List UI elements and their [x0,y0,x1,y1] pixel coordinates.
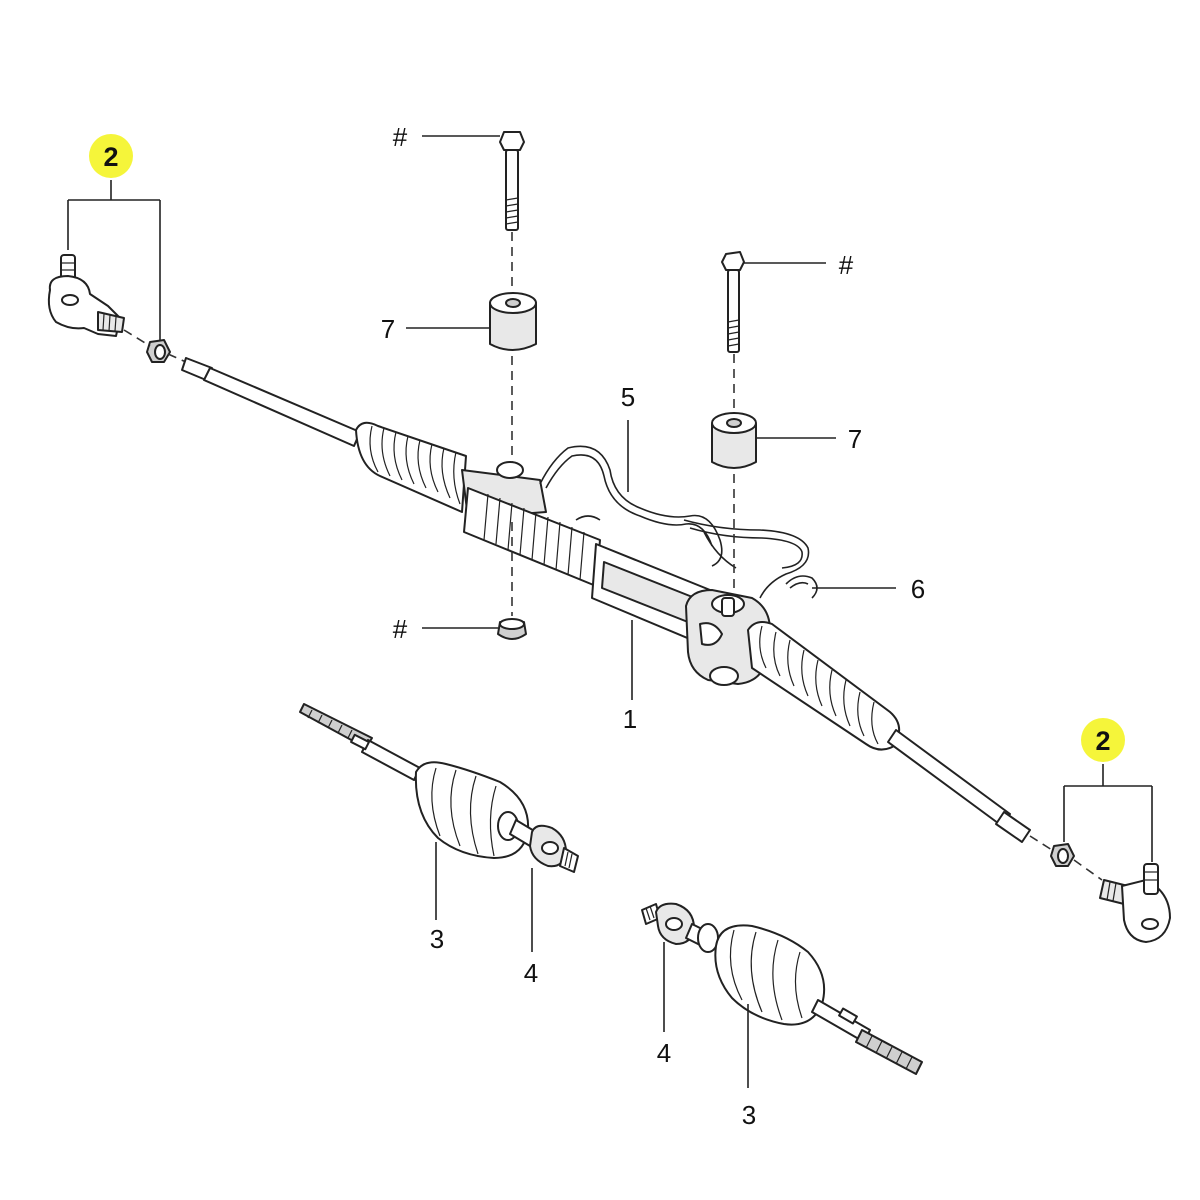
tie-rod-left [181,357,361,447]
o-ring-seal [785,575,818,599]
callout-ball-joint-left: 4 [524,958,538,988]
mounting-bolt-right [721,251,745,353]
callout-tie-rod-end-right: 2 [1095,726,1110,756]
highlight-marker-left [89,134,133,178]
mounting-bolt-left [499,131,525,231]
tie-rod-right [887,729,1031,843]
callout-tie-rod-end-left: 2 [103,142,118,172]
callout-ball-joint-right: 4 [657,1038,671,1068]
jam-nut-right [1050,843,1075,867]
inner-tie-rod-right [685,923,923,1075]
callout-bolt-top-right: # [839,250,854,280]
callout-inner-tie-rod-right: 3 [742,1100,756,1130]
ball-joint-left [529,824,579,873]
leader-lines [67,135,1153,1088]
callout-nut-bottom: # [393,614,408,644]
callout-bolt-top-left: # [393,122,408,152]
callout-bushing-left: 7 [381,314,395,344]
callout-rack: 1 [623,704,637,734]
inner-tie-rod-left [299,703,537,859]
bushing-right [711,412,757,469]
callout-inner-tie-rod-left: 3 [430,924,444,954]
steering-rack-housing [355,421,901,751]
flange-nut-bottom [497,618,527,640]
hydraulic-pipes [539,445,810,599]
callout-bushing-right: 7 [848,424,862,454]
callout-seal: 6 [911,574,925,604]
bushing-left [489,292,537,351]
tie-rod-end-right [1099,863,1171,943]
tie-rod-end-left [47,254,125,337]
jam-nut-left [146,339,171,363]
highlight-marker-right [1081,718,1125,762]
callout-pipe: 5 [621,382,635,412]
